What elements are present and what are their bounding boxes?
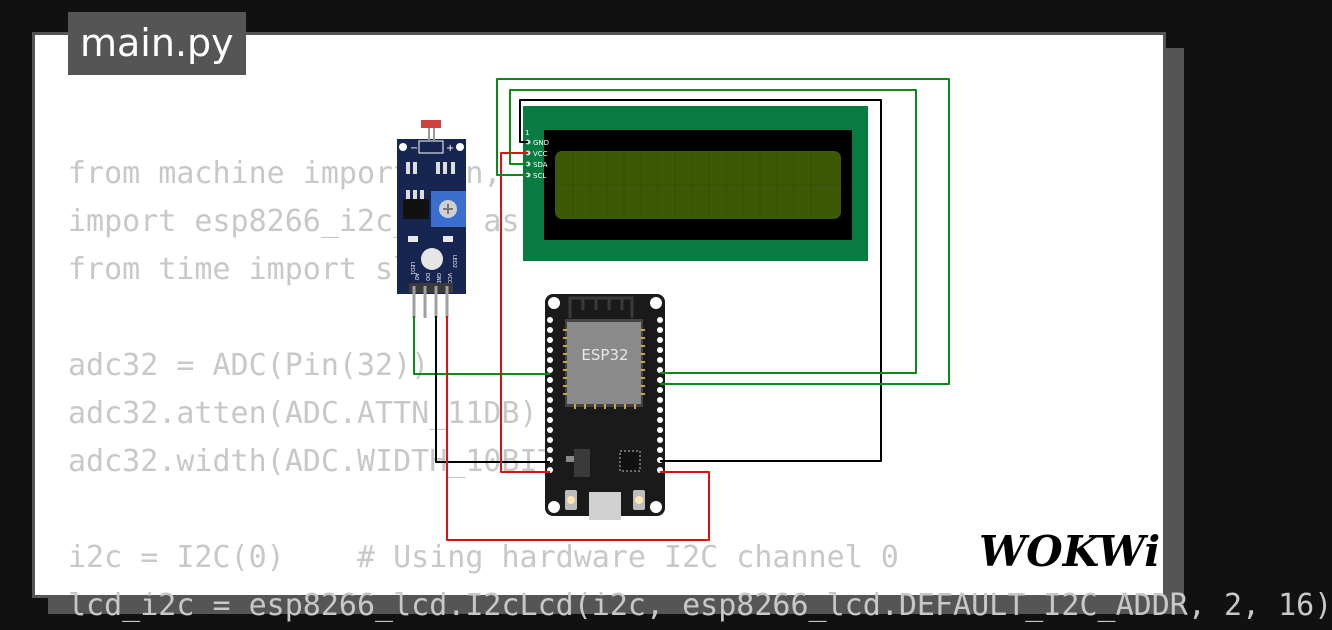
esp32-regulator-pin bbox=[566, 456, 574, 462]
esp32-led bbox=[567, 496, 575, 504]
photoresistor-leg bbox=[428, 128, 430, 140]
sensor-pin-label-do: DO bbox=[424, 273, 430, 281]
circuit-diagram: 1 GND VCC SDA SCL bbox=[397, 78, 950, 541]
lcd-pin-one-label: 1 bbox=[525, 129, 529, 137]
wires bbox=[413, 78, 950, 541]
esp32-usb-port bbox=[589, 492, 621, 520]
sensor-header bbox=[409, 283, 453, 293]
sensor-smd-parts bbox=[406, 162, 455, 200]
sensor-led-lens bbox=[421, 248, 443, 270]
wire-sensor-gnd[interactable] bbox=[435, 316, 550, 463]
wire-sensor-vcc[interactable] bbox=[446, 316, 710, 541]
esp32-mount-hole bbox=[548, 297, 560, 309]
sensor-led1-label: LED1 bbox=[409, 262, 415, 275]
wokwi-logo-text: WOKWi bbox=[979, 527, 1160, 576]
wire-lcd-scl[interactable] bbox=[496, 78, 950, 385]
wire-lcd-gnd[interactable] bbox=[519, 99, 882, 462]
sensor-pin-label-ao: AO bbox=[413, 273, 419, 280]
esp32-antenna bbox=[568, 296, 634, 318]
potentiometer-slot-icon bbox=[443, 204, 453, 214]
wire-ao-to-gpio32[interactable] bbox=[413, 316, 550, 375]
sensor-pin-label-vcc: VCC bbox=[446, 273, 452, 284]
esp32-mount-hole bbox=[650, 501, 662, 513]
esp32-label: ESP32 bbox=[581, 346, 628, 364]
code-line-9: i2c = I2C(0) # Using hardware I2C channe… bbox=[68, 540, 899, 575]
sensor-minus-label: − bbox=[410, 143, 418, 154]
esp32-module-pads bbox=[563, 329, 645, 409]
sensor-mount-hole bbox=[456, 143, 464, 151]
esp32-mount-hole bbox=[650, 297, 662, 309]
code-line-10: lcd_i2c = esp8266_lcd.I2cLcd(i2c, esp826… bbox=[68, 588, 1332, 623]
ldr-sensor-module[interactable]: − + LED1 LED2 AO DO GND VCC bbox=[397, 120, 466, 318]
code-line-5: adc32 = ADC(Pin(32)) bbox=[68, 348, 430, 383]
photoresistor bbox=[421, 120, 441, 128]
sensor-comparator-ic bbox=[403, 199, 429, 219]
photoresistor-leg bbox=[433, 128, 435, 140]
lcd-char-grid bbox=[557, 153, 839, 217]
lcd-pin-label-scl: SCL bbox=[533, 172, 546, 180]
lcd-pin-label-vcc: VCC bbox=[533, 150, 548, 158]
sensor-pin-label-gnd: GND bbox=[435, 273, 441, 285]
wire-lcd-vcc[interactable] bbox=[500, 152, 550, 473]
sensor-led2-label: LED2 bbox=[451, 255, 457, 268]
lcd-display[interactable]: 1 GND VCC SDA SCL bbox=[523, 106, 868, 261]
esp32-usb-chip bbox=[619, 450, 641, 472]
esp32-regulator bbox=[574, 449, 590, 477]
sensor-header-pins bbox=[412, 286, 449, 318]
wokwi-logo: WOKWi bbox=[979, 527, 1160, 576]
wire-lcd-sda[interactable] bbox=[509, 89, 917, 374]
sensor-led bbox=[408, 236, 418, 242]
esp32-board[interactable]: ESP32 bbox=[545, 294, 665, 520]
esp32-mount-hole bbox=[548, 501, 560, 513]
code-line-6: adc32.atten(ADC.ATTN_11DB) bbox=[68, 396, 538, 431]
sensor-ldr-socket bbox=[418, 140, 444, 154]
lcd-pin-label-gnd: GND bbox=[533, 139, 549, 147]
sensor-plus-label: + bbox=[446, 143, 454, 154]
esp32-left-pins bbox=[547, 317, 553, 473]
esp32-module bbox=[567, 322, 641, 404]
lcd-pin-label-sda: SDA bbox=[533, 161, 548, 169]
sensor-led bbox=[443, 236, 453, 242]
file-tab[interactable]: main.py bbox=[68, 12, 246, 75]
sensor-mount-hole bbox=[399, 143, 407, 151]
esp32-led bbox=[635, 496, 643, 504]
